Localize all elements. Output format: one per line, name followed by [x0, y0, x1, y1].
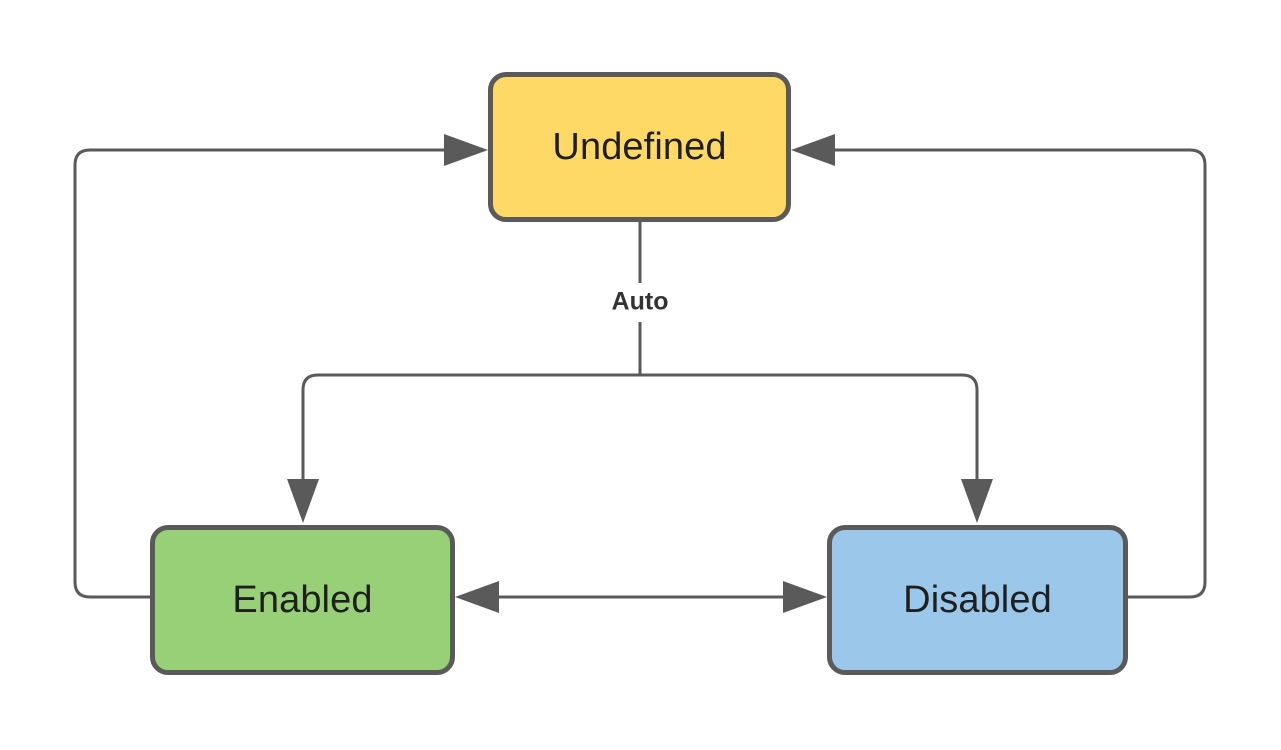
- arrowhead-disabled-top: [961, 479, 993, 523]
- node-undefined-label: Undefined: [552, 126, 727, 168]
- node-undefined[interactable]: Undefined: [488, 72, 791, 222]
- node-enabled[interactable]: Enabled: [150, 525, 455, 675]
- node-disabled-label: Disabled: [903, 579, 1052, 621]
- arrowhead-enabled-top: [287, 479, 319, 523]
- edge-disabled-to-undefined: [827, 148, 1207, 599]
- node-disabled[interactable]: Disabled: [827, 525, 1128, 675]
- edge-enabled-to-undefined: [73, 148, 452, 599]
- arrowhead-undefined-left: [444, 134, 488, 166]
- arrowhead-enabled-right: [455, 581, 499, 613]
- arrowhead-undefined-right: [791, 134, 835, 166]
- arrowhead-disabled-left: [783, 581, 827, 613]
- edge-undefined-to-disabled: [640, 373, 979, 487]
- edge-undefined-to-enabled: [301, 373, 640, 487]
- node-enabled-label: Enabled: [232, 579, 373, 621]
- edge-label-auto: Auto: [602, 284, 678, 320]
